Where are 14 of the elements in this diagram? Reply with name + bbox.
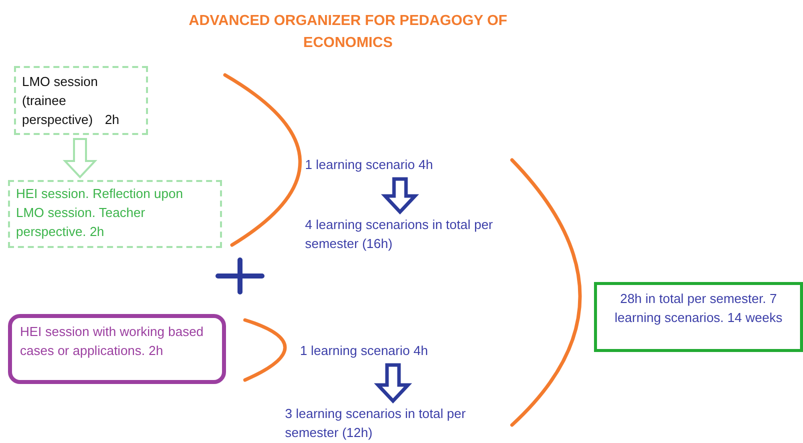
- scenario-text: 4 learning scenarions in total per semester (16h): [305, 215, 505, 255]
- title: ADVANCED ORGANIZER FOR PEDAGOGY OF ECONOMICS: [188, 12, 508, 53]
- process-box: HEI session with working based cases or applications. 2h: [8, 314, 226, 384]
- arrow: [374, 363, 412, 404]
- process-box: [14, 66, 148, 135]
- arrow: [62, 138, 98, 178]
- scenario-text: 1 learning scenario 4h: [305, 155, 495, 175]
- node-text: LMO session (trainee perspective): [22, 74, 98, 127]
- node-text: 2h: [104, 112, 120, 127]
- summary-box: 28h in total per semester. 7 learning scenarios. 14 weeks: [594, 282, 803, 352]
- process-box: HEI session. Reflection upon LMO session. Teacher perspective. 2h: [8, 180, 222, 248]
- arrow: [380, 177, 420, 215]
- scenario-text: 1 learning scenario 4h: [300, 341, 480, 361]
- scenario-text: 3 learning scenarios in total per semester (12h): [285, 404, 485, 443]
